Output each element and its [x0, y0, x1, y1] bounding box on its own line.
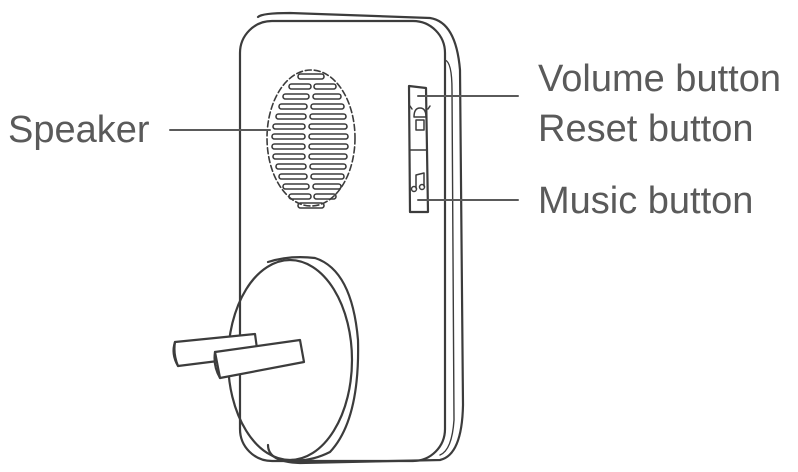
side-button-panel [407, 84, 431, 214]
music-note-icon [410, 172, 426, 193]
speaker-outline [266, 69, 356, 207]
device-back-rim [256, 11, 465, 465]
plug-prong-front [213, 338, 306, 380]
plug-prong-back-end [172, 340, 180, 368]
speaker-label: Speaker [8, 109, 150, 151]
leader-lines [169, 95, 519, 201]
volume-button-label: Volume button [538, 58, 781, 100]
speaker-slots [271, 73, 349, 209]
speaker-grille [266, 69, 356, 209]
music-button-label: Music button [538, 180, 754, 222]
button-panel-outline [407, 84, 430, 214]
plug-disc-back [266, 256, 360, 462]
device-side-edge [439, 59, 455, 456]
bell-icon [409, 105, 431, 131]
reset-button-label: Reset button [538, 108, 754, 150]
plug-prongs [172, 332, 306, 380]
plug-prong-front-edge [213, 350, 222, 380]
device-front-face [238, 19, 447, 463]
